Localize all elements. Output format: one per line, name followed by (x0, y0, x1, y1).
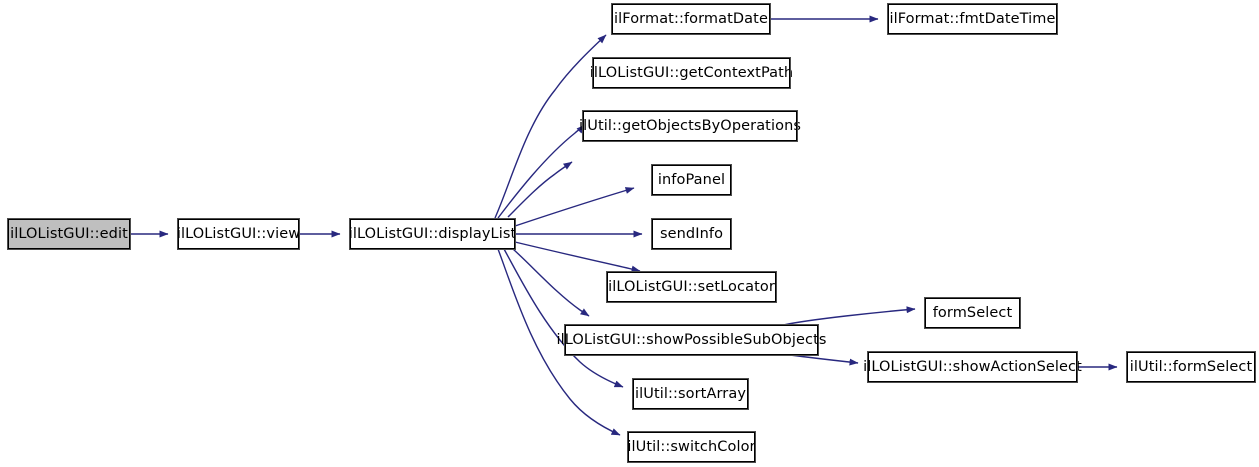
graph-node-getObjectsByOps[interactable]: ilUtil::getObjectsByOperations (579, 110, 801, 142)
graph-node-displayList[interactable]: ilLOListGUI::displayList (349, 218, 516, 250)
graph-node-sendInfo[interactable]: sendInfo (651, 218, 732, 250)
graph-node-switchColor[interactable]: ilUtil::switchColor (627, 431, 756, 463)
graph-edge-displayList-to-sortArray (503, 248, 624, 388)
graph-edge-displayList-to-setLocator (514, 241, 641, 273)
graph-node-sortArray[interactable]: ilUtil::sortArray (632, 378, 749, 410)
graph-node-showActionSel[interactable]: ilLOListGUI::showActionSelect (863, 351, 1082, 383)
graph-node-edit[interactable]: ilLOListGUI::edit (7, 218, 131, 250)
graph-node-getContextPath[interactable]: ilLOListGUI::getContextPath (590, 57, 793, 89)
graph-node-formatDate[interactable]: ilFormat::formatDate (611, 3, 771, 35)
graph-edge-displayList-to-infoPanel (514, 187, 635, 227)
graph-node-view[interactable]: ilLOListGUI::view (177, 218, 300, 250)
graph-node-setLocator[interactable]: ilLOListGUI::setLocator (606, 271, 777, 303)
graph-edge-displayList-to-getObjectsByOps (507, 161, 573, 218)
graph-node-fmtDateTime[interactable]: ilFormat::fmtDateTime (887, 3, 1058, 35)
graph-node-showPossible[interactable]: ilLOListGUI::showPossibleSubObjects (557, 324, 826, 356)
graph-edge-showPossible-to-showActionSel (789, 354, 859, 366)
graph-node-formSelect[interactable]: formSelect (924, 297, 1021, 329)
graph-edge-showPossible-to-formSelect (782, 306, 916, 326)
graph-edge-displayList-to-showPossible (512, 248, 590, 317)
graph-node-infoPanel[interactable]: infoPanel (651, 164, 732, 196)
graph-node-utilFormSelect[interactable]: ilUtil::formSelect (1126, 351, 1256, 383)
graph-edge-displayList-to-getContextPath (497, 124, 586, 219)
